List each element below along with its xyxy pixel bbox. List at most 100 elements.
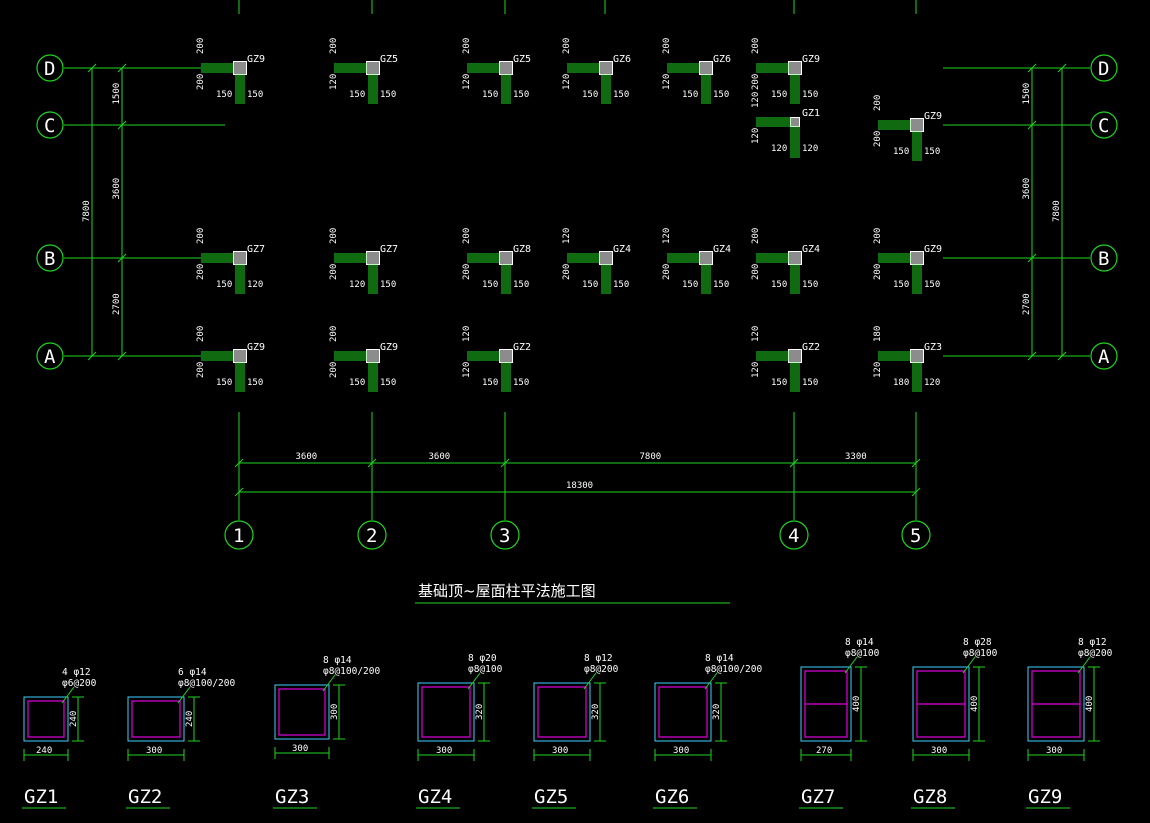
column-dim-left: 150 bbox=[682, 280, 698, 290]
column-label: GZ9 bbox=[802, 54, 820, 65]
column-rect bbox=[366, 251, 380, 265]
axis-label-D: D bbox=[1098, 58, 1109, 80]
section-leader bbox=[704, 672, 718, 690]
section-name: GZ9 bbox=[1028, 786, 1062, 808]
dim-left-chain-tick-3 bbox=[117, 351, 127, 361]
section-rebar-stirrup: φ8@200 bbox=[584, 664, 619, 675]
section-leader bbox=[583, 672, 597, 690]
section-name: GZ7 bbox=[801, 786, 835, 808]
column-label: GZ4 bbox=[613, 244, 631, 255]
section-height-text: 320 bbox=[591, 704, 601, 720]
section-outline bbox=[274, 684, 330, 740]
section-rebar-stirrup: φ8@100 bbox=[963, 648, 998, 659]
section-outline bbox=[800, 666, 852, 742]
column-rect bbox=[699, 61, 713, 75]
column-rect bbox=[499, 349, 513, 363]
dim-left-chain-tick-0 bbox=[117, 63, 127, 73]
column-dim-right: 150 bbox=[613, 90, 629, 100]
section-height-text: 300 bbox=[330, 704, 340, 720]
column-dim-top: 200 bbox=[462, 38, 472, 54]
dim-bottom-chain-tick-2 bbox=[500, 458, 510, 468]
axis-label-4: 4 bbox=[788, 525, 799, 547]
column-rect bbox=[910, 349, 924, 363]
dim-bottom-total-tick-0 bbox=[234, 487, 244, 497]
section-name: GZ4 bbox=[418, 786, 452, 808]
dim-bottom-chain-tick-0 bbox=[234, 458, 244, 468]
column-dim-bottom: 200 bbox=[196, 264, 206, 280]
column-dim-left: 150 bbox=[582, 90, 598, 100]
column-dim-right: 150 bbox=[513, 378, 529, 388]
column-dim-right: 150 bbox=[802, 280, 818, 290]
column-rect bbox=[788, 61, 802, 75]
column-dim-left: 150 bbox=[482, 280, 498, 290]
column-dim-top: 200 bbox=[562, 38, 572, 54]
column-label: GZ1 bbox=[802, 108, 820, 119]
column-dim-right: 150 bbox=[247, 378, 263, 388]
column-dim-bottom: 120 bbox=[662, 74, 672, 90]
section-stirrup bbox=[27, 700, 65, 738]
section-rebar-stirrup: φ8@100 bbox=[468, 664, 503, 675]
section-outline bbox=[1027, 666, 1085, 742]
column-rect bbox=[699, 251, 713, 265]
dim-bottom-chain-text-3: 3300 bbox=[845, 452, 867, 462]
column-label: GZ2 bbox=[802, 342, 820, 353]
column-dim-bottom: 200 bbox=[873, 131, 883, 147]
column-dim-right: 150 bbox=[247, 90, 263, 100]
axis-bubble-D-right bbox=[1090, 54, 1118, 82]
column-rect bbox=[790, 117, 800, 127]
section-height-text: 240 bbox=[185, 711, 195, 727]
column-dim-right: 150 bbox=[513, 280, 529, 290]
section-rebar-main: 8 φ12 bbox=[584, 653, 613, 664]
axis-bubble-A-right bbox=[1090, 342, 1118, 370]
section-height-text: 400 bbox=[852, 696, 862, 712]
column-dim-bottom: 120 bbox=[751, 362, 761, 378]
column-label: GZ9 bbox=[247, 54, 265, 65]
column-dim-left: 150 bbox=[216, 378, 232, 388]
dim-left-chain-text-1: 3600 bbox=[112, 178, 122, 200]
axis-label-A: A bbox=[44, 346, 56, 368]
section-outline bbox=[912, 666, 970, 742]
axis-label-D: D bbox=[44, 58, 55, 80]
dim-left-total-tick-1 bbox=[87, 351, 97, 361]
dim-bottom-chain-text-1: 3600 bbox=[429, 452, 451, 462]
column-label: GZ6 bbox=[613, 54, 631, 65]
section-rebar-main: 8 φ12 bbox=[1078, 637, 1107, 648]
column-rect bbox=[499, 251, 513, 265]
column-dim-top: 200 bbox=[329, 228, 339, 244]
column-rect bbox=[910, 118, 924, 132]
section-name: GZ5 bbox=[534, 786, 568, 808]
section-outline bbox=[417, 682, 475, 742]
column-dim-top: 200 bbox=[329, 326, 339, 342]
dim-bottom-chain-text-0: 3600 bbox=[296, 452, 318, 462]
column-dim-bottom: 120 bbox=[873, 362, 883, 378]
section-width-text: 240 bbox=[36, 746, 52, 756]
column-dim-right: 150 bbox=[380, 378, 396, 388]
column-dim-right: 120 bbox=[802, 144, 818, 154]
column-rect bbox=[233, 251, 247, 265]
axis-label-3: 3 bbox=[499, 525, 510, 547]
column-dim-top: 120 bbox=[751, 326, 761, 342]
section-width-text: 270 bbox=[816, 746, 832, 756]
dim-left-chain-tick-2 bbox=[117, 253, 127, 263]
dim-right-chain-text-1: 3600 bbox=[1022, 178, 1032, 200]
section-rebar-stirrup: φ8@100/200 bbox=[705, 664, 762, 675]
axis-label-5: 5 bbox=[910, 525, 921, 547]
column-rect bbox=[599, 251, 613, 265]
column-label: GZ3 bbox=[924, 342, 942, 353]
section-leader bbox=[844, 656, 858, 674]
